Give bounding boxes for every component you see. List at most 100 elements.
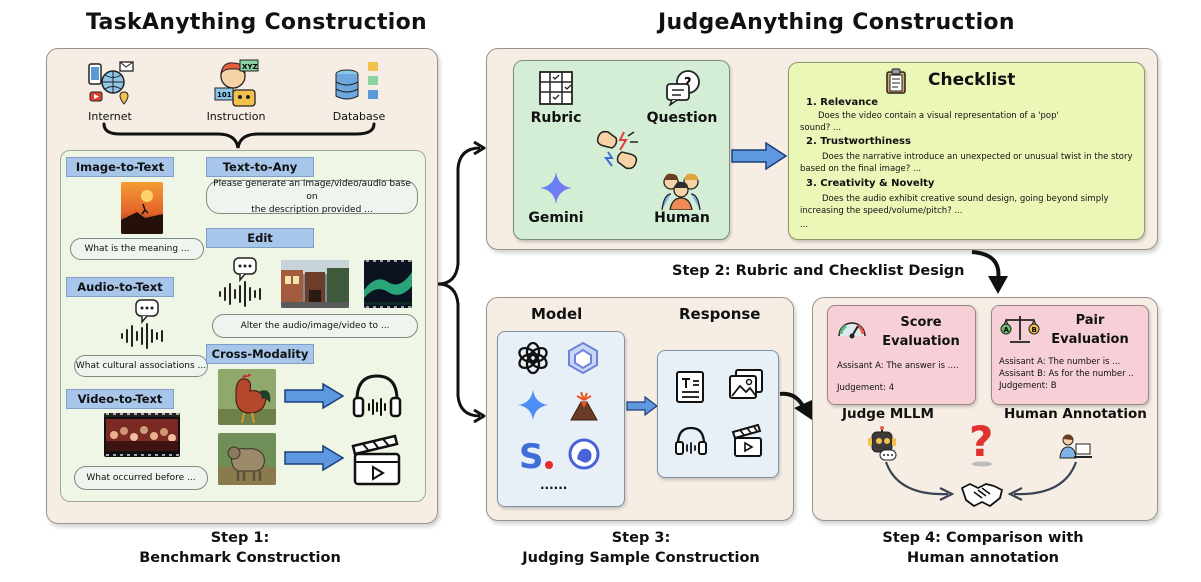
sunset-photo: [121, 182, 163, 234]
speech-audio-icon: [121, 299, 163, 349]
gemini-label: Gemini: [528, 210, 584, 226]
sources-brace: [102, 122, 376, 149]
gemini-icon: [540, 172, 572, 204]
svg-text:?: ?: [969, 418, 993, 466]
main-branch-arrows: [437, 140, 486, 424]
audio-to-text-question: What cultural associations ...: [75, 360, 207, 371]
clipboard-icon: [886, 68, 906, 94]
step2-to-step4-arrow: [971, 250, 1008, 294]
video-to-text-bubble: What occurred before ...: [74, 466, 208, 490]
street-photo: [281, 260, 349, 308]
database-label: Database: [332, 110, 386, 123]
rubric-label: Rubric: [530, 110, 582, 126]
checklist-item-2-head: 2. Trustworthiness: [806, 136, 911, 147]
pair-title-line2: Evaluation: [1051, 332, 1129, 347]
video-to-text-question: What occurred before ...: [86, 472, 196, 483]
edit-bubble: Alter the audio/image/video to ...: [212, 314, 418, 338]
convergence-arrows: [884, 461, 1078, 501]
right-title: JudgeAnything Construction: [658, 10, 1015, 35]
left-title: TaskAnything Construction: [86, 10, 427, 35]
human-annotator-icon: [1059, 434, 1092, 459]
openai-icon: [518, 341, 548, 375]
headphones-icon: [352, 374, 402, 418]
pair-line2: Assisant B: As for the number ..: [999, 369, 1134, 379]
step3-line2: Judging Sample Construction: [522, 550, 760, 566]
svg-text:S: S: [519, 437, 544, 473]
dog-photo: [218, 433, 276, 485]
response-heading: Response: [679, 305, 761, 323]
human-label: Human: [654, 210, 710, 226]
checklist-item-2-line1: Does the narrative introduce an unexpect…: [822, 152, 1133, 162]
step1-caption: Step 1: Benchmark Construction: [120, 528, 360, 568]
fist-bump-icon: [596, 130, 638, 170]
crowd-video-frame: [104, 413, 180, 457]
s-model-icon: S: [519, 437, 553, 473]
checklist-item-2-line2: based on the final image? ...: [800, 164, 922, 174]
text-document-icon: [676, 371, 704, 403]
gemini-model-icon: [518, 390, 548, 420]
cross-modality-label: Cross-Modality: [206, 344, 314, 364]
text-to-any-question-line2: the description provided ...: [251, 204, 373, 215]
more-models-dots: ......: [540, 478, 568, 492]
image-to-text-label: Image-to-Text: [66, 157, 174, 177]
image-gallery-icon: [729, 369, 763, 399]
internet-label: Internet: [88, 110, 132, 123]
human-group-icon: [661, 173, 701, 210]
question-mark-icon: ?: [969, 418, 993, 467]
step4-line2: Human annotation: [906, 550, 1060, 566]
edit-question: Alter the audio/image/video to ...: [240, 320, 390, 331]
step3-to-step4-arrow: [779, 391, 812, 420]
pair-line3: Judgement: B: [999, 381, 1057, 391]
model-heading: Model: [531, 305, 583, 323]
judge-mllm-label: Judge MLLM: [842, 406, 934, 422]
checklist-item-1-line2: sound? ...: [800, 123, 842, 133]
pair-evaluation-box: [991, 305, 1149, 405]
cross-arrow-2: [284, 444, 345, 472]
svg-text:XYZ: XYZ: [242, 63, 258, 71]
rubric-to-checklist-arrow: [731, 141, 788, 171]
gauge-icon: [838, 322, 866, 339]
model-to-response-arrow: [626, 395, 658, 417]
model-box: [497, 331, 625, 507]
aurora-video-frame: [364, 260, 412, 308]
internet-icon: [88, 61, 134, 105]
score-title-line1: Score: [900, 315, 942, 330]
instruction-icon: XYZ 101: [214, 59, 259, 107]
score-evaluation-box: [827, 305, 976, 405]
balance-scale-icon: A B: [1000, 316, 1040, 343]
clapperboard-icon: [351, 434, 401, 486]
score-line2: Judgement: 4: [837, 383, 895, 393]
audio-response-icon: [675, 426, 707, 455]
text-to-any-question-line1: Please generate an image/video/audio bas…: [213, 178, 411, 202]
image-to-text-bubble: What is the meaning ...: [70, 238, 204, 260]
handshake-icon: [961, 483, 1003, 507]
text-to-any-bubble: Please generate an image/video/audio bas…: [206, 178, 418, 215]
video-response-icon: [731, 423, 762, 457]
deepseek-icon: [568, 438, 600, 470]
qwen-icon: [568, 341, 598, 375]
checklist-item-1-line1: Does the video contain a visual represen…: [818, 111, 1059, 121]
score-evaluation-title: Score Evaluation: [878, 313, 964, 351]
step4-caption: Step 4: Comparison with Human annotation: [858, 528, 1108, 568]
svg-text:B: B: [1032, 326, 1037, 334]
step2-caption: Step 2: Rubric and Checklist Design: [672, 263, 965, 279]
question-icon: ?: [666, 70, 700, 106]
step1-line2: Benchmark Construction: [139, 550, 341, 566]
checklist-item-3-line1: Does the audio exhibit creative sound de…: [822, 194, 1109, 204]
edit-label: Edit: [206, 228, 314, 248]
cross-arrow-1: [284, 382, 345, 410]
step3-line1: Step 3:: [611, 530, 671, 546]
checklist-item-1-head: 1. Relevance: [806, 97, 879, 108]
text-to-any-label: Text-to-Any: [206, 157, 314, 177]
score-title-line2: Evaluation: [882, 334, 960, 349]
human-annotation-label: Human Annotation: [1004, 406, 1147, 422]
checklist-ellipsis: ...: [800, 220, 809, 230]
question-label: Question: [646, 110, 718, 126]
edit-audio-icon: [219, 257, 261, 307]
checklist-box: [788, 62, 1145, 240]
audio-to-text-label: Audio-to-Text: [66, 277, 174, 297]
robot-judge-icon: [868, 426, 897, 461]
rubric-icon: [539, 71, 573, 105]
score-line1: Assisant A: The answer is ....: [837, 361, 959, 371]
audio-to-text-bubble: What cultural associations ...: [74, 355, 208, 377]
